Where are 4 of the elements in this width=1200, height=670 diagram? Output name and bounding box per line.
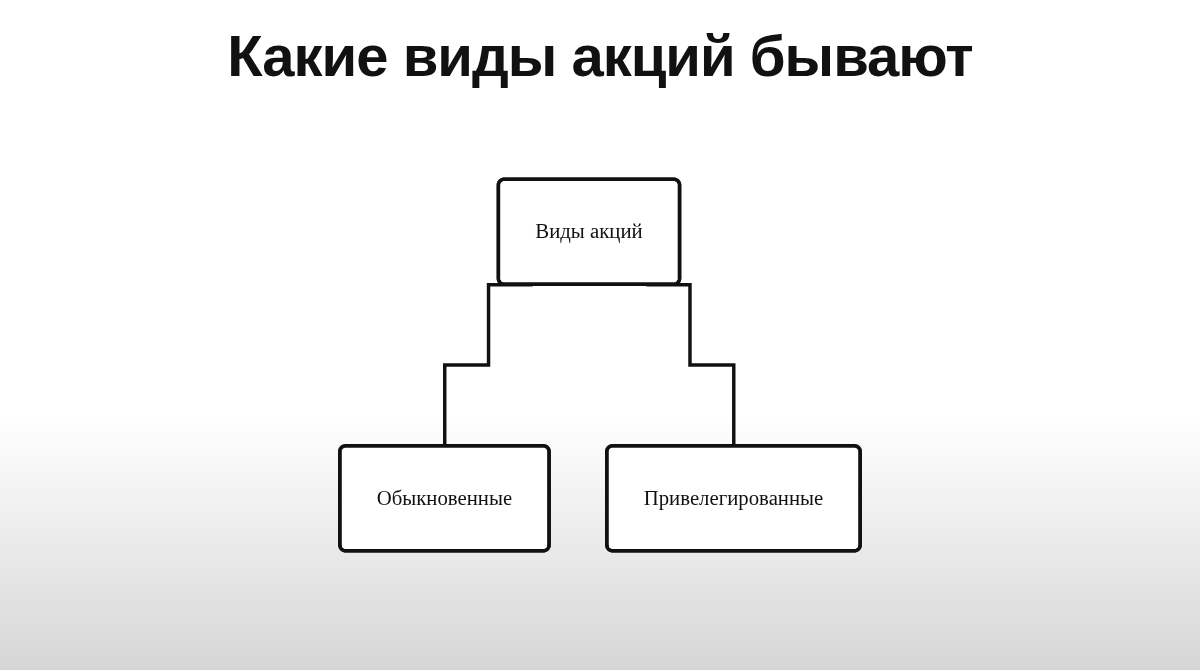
process-box: Обыкновенные xyxy=(338,444,551,553)
process-box: Привелегированные xyxy=(605,444,862,553)
process-box: Виды акций xyxy=(496,177,682,286)
diagram-title: Какие виды акций бывают xyxy=(226,22,974,89)
